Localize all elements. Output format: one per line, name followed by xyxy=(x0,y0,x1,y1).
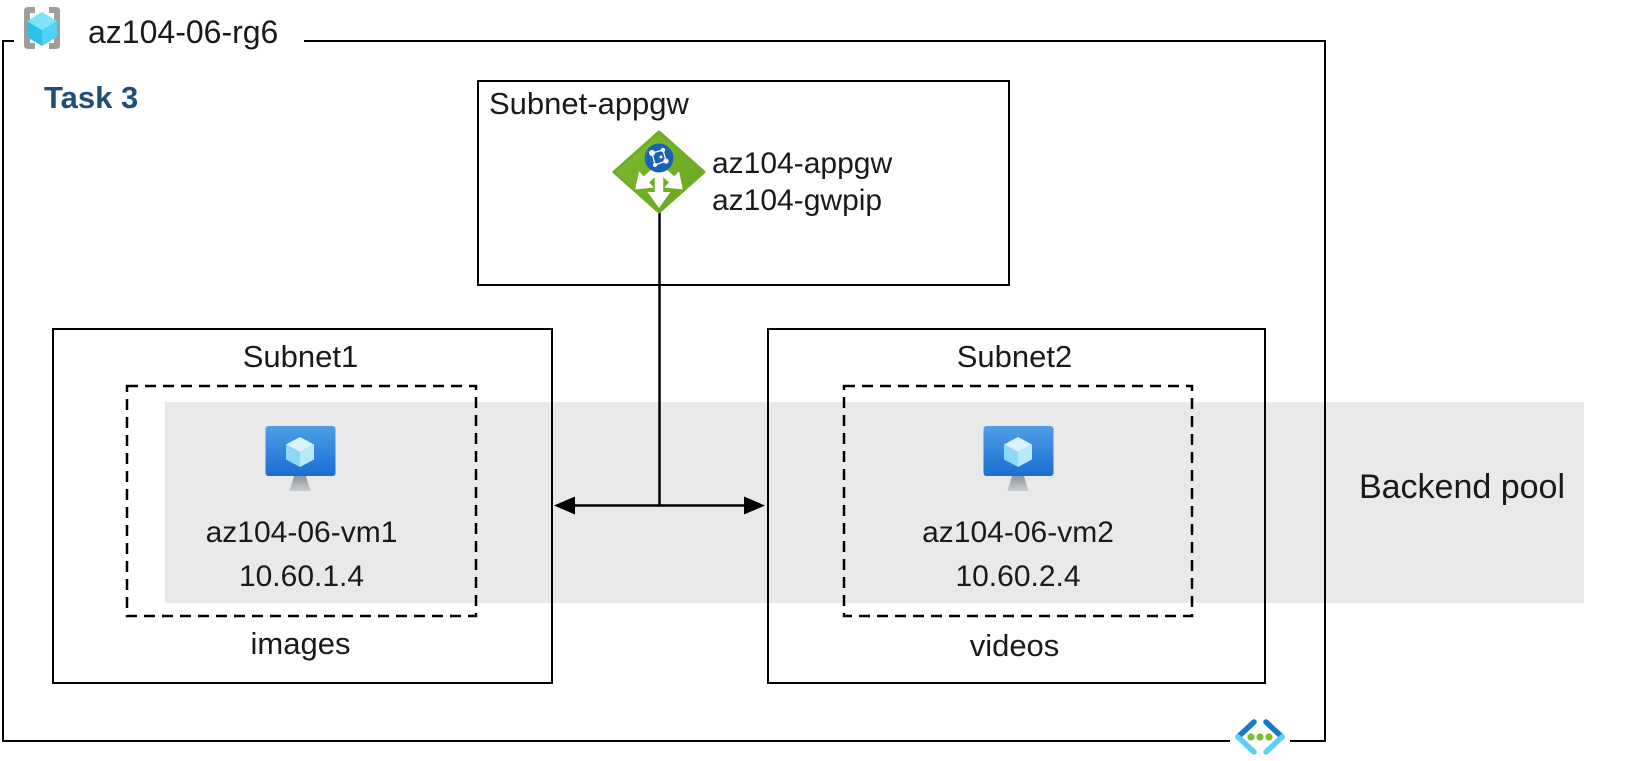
subnet2-app-label: videos xyxy=(969,628,1060,663)
subnet-appgw-box xyxy=(477,80,1010,286)
vm2-labels: az104-06-vm2 10.60.2.4 xyxy=(844,511,1192,599)
vm1-ip: 10.60.1.4 xyxy=(238,560,365,593)
vm1-labels: az104-06-vm1 10.60.1.4 xyxy=(127,511,476,599)
vm2-name: az104-06-vm2 xyxy=(922,516,1114,549)
backend-pool-label: Backend pool xyxy=(1358,468,1566,506)
vm1-name: az104-06-vm1 xyxy=(205,516,398,549)
resource-group-box xyxy=(2,40,1326,742)
appgw-name-label: az104-appgw xyxy=(712,147,893,180)
subnet1-label: Subnet1 xyxy=(242,339,359,374)
appgw-pip-label: az104-gwpip xyxy=(712,184,883,217)
resource-group-border-gap xyxy=(14,36,304,46)
task-label: Task 3 xyxy=(44,80,139,115)
subnet2-box xyxy=(767,328,1266,684)
subnet1-box xyxy=(52,328,553,684)
subnet-appgw-label: Subnet-appgw xyxy=(489,86,689,121)
subnet2-label: Subnet2 xyxy=(956,339,1073,374)
subnet1-app-label: images xyxy=(250,626,351,661)
resource-group-title: az104-06-rg6 xyxy=(88,14,279,50)
vm2-ip: 10.60.2.4 xyxy=(955,560,1081,593)
